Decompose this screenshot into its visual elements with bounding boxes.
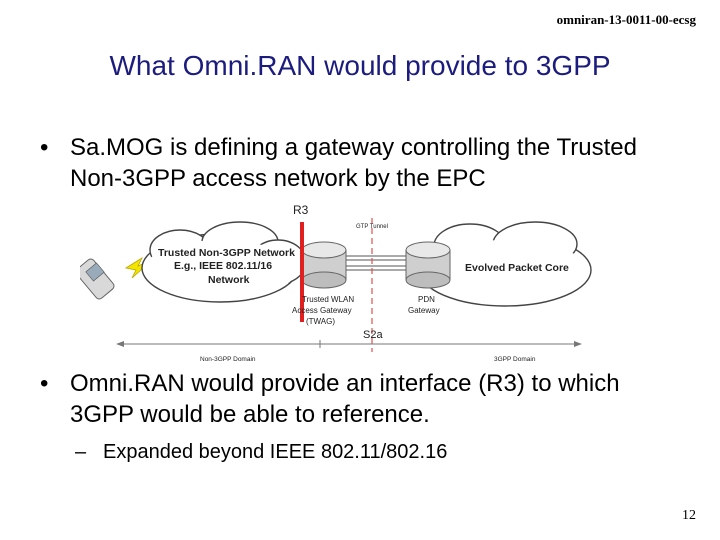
samog-architecture-diagram: R3 Trusted Non-3GPP Network E.g., IEEE 8… xyxy=(80,203,592,363)
bullet-text: Omni.RAN would provide an interface (R3)… xyxy=(70,370,620,428)
sub-bullet-item: – Expanded beyond IEEE 802.11/802.16 xyxy=(75,438,447,466)
r3-label: R3 xyxy=(293,203,309,217)
non-3gpp-domain-label: Non-3GPP Domain xyxy=(200,356,256,363)
page-number: 12 xyxy=(682,508,696,523)
s2a-label: S2a xyxy=(363,329,383,341)
sub-bullet-marker: – xyxy=(75,441,87,463)
gtp-tunnel-label: GTP Tunnel xyxy=(356,224,388,230)
3gpp-domain-label: 3GPP Domain xyxy=(494,356,536,363)
pdn-label-line1: PDN xyxy=(418,295,435,304)
pdn-gateway-icon xyxy=(405,241,451,289)
twag-label-line3: (TWAG) xyxy=(306,317,335,326)
document-id: omniran-13-0011-00-ecsg xyxy=(556,12,696,27)
mobile-phone-icon xyxy=(80,258,115,300)
network-label-line2: E.g., IEEE 802.11/16 xyxy=(174,260,272,272)
bullet-marker: • xyxy=(40,370,49,397)
domain-arrow xyxy=(116,340,582,348)
bullet-item: • Omni.RAN would provide an interface (R… xyxy=(40,368,680,430)
twag-label-line2: Access Gateway xyxy=(292,306,352,315)
epc-label: Evolved Packet Core xyxy=(465,262,569,274)
bullet-marker: • xyxy=(40,134,49,161)
bullet-text: Sa.MOG is defining a gateway controlling… xyxy=(70,134,637,192)
twag-gateway-icon xyxy=(301,241,347,289)
slide-title: What Omni.RAN would provide to 3GPP xyxy=(109,50,611,81)
pdn-label-line2: Gateway xyxy=(408,306,440,315)
sub-bullet-text: Expanded beyond IEEE 802.11/802.16 xyxy=(103,441,448,463)
evolved-packet-core-cloud xyxy=(418,221,592,307)
bullet-item: • Sa.MOG is defining a gateway controlli… xyxy=(40,132,680,194)
trusted-network-cloud xyxy=(141,221,307,303)
network-label-line3: Network xyxy=(208,274,250,286)
twag-label-line1: Trusted WLAN xyxy=(302,295,354,304)
network-label-line1: Trusted Non-3GPP Network xyxy=(158,247,295,259)
